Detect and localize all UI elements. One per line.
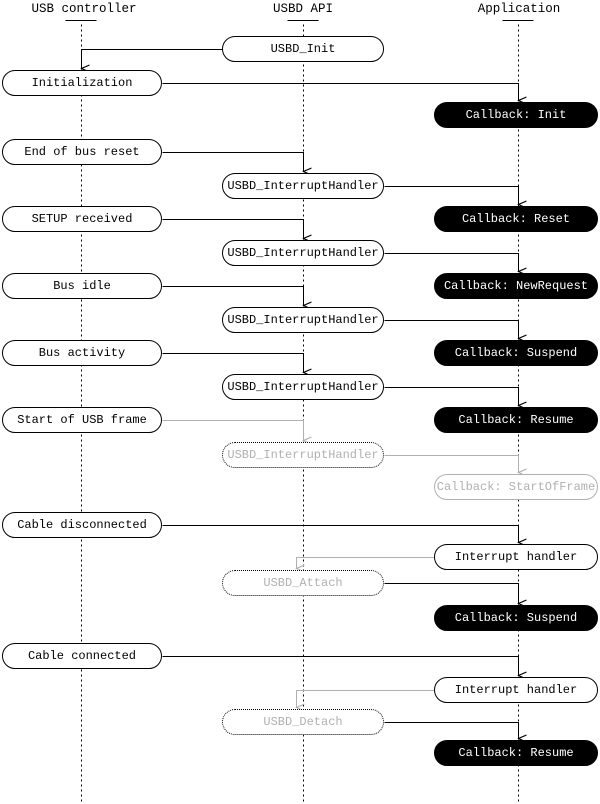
column-header-usbd-api: USBD API — [272, 2, 334, 16]
node-start-of-usb-frame: Start of USB frame — [2, 407, 162, 433]
node-callback-startofframe: Callback: StartOfFrame — [434, 474, 598, 500]
arrow-cable-disconnected-to-interrupt-handler — [162, 525, 519, 543]
arrow-sof-to-ghost-handler — [162, 420, 304, 441]
node-callback-resume-2: Callback: Resume — [434, 740, 598, 766]
arrow-cable-connected-to-interrupt-handler — [162, 656, 519, 676]
header-underline — [287, 20, 319, 21]
arrow-bus-reset-to-handler — [162, 152, 304, 172]
node-usbd-attach: USBD_Attach — [222, 570, 384, 596]
node-usbd-interrupthandler: USBD_InterruptHandler — [222, 173, 384, 199]
node-callback-suspend-2: Callback: Suspend — [434, 605, 598, 631]
arrow-bus-idle-to-handler — [162, 286, 304, 306]
arrow-interrupt-handler-to-usbd-attach — [297, 557, 435, 569]
node-usbd-interrupthandler: USBD_InterruptHandler — [222, 307, 384, 333]
column-header-application: Application — [477, 2, 561, 16]
arrow-handler-to-callback-resume — [384, 387, 519, 406]
node-callback-reset: Callback: Reset — [434, 206, 598, 232]
arrow-handler-to-callback-newrequest — [384, 253, 519, 272]
arrow-bus-activity-to-handler — [162, 353, 304, 373]
node-usbd-interrupthandler: USBD_InterruptHandler — [222, 240, 384, 266]
arrow-interrupt-handler-to-usbd-detach — [297, 690, 435, 708]
arrow-ghost-handler-to-startofframe — [384, 455, 519, 473]
node-end-of-bus-reset: End of bus reset — [2, 139, 162, 165]
arrow-initialization-to-callback-init — [162, 83, 519, 101]
node-callback-newrequest: Callback: NewRequest — [434, 273, 598, 299]
arrow-usbd-attach-to-callback-suspend — [384, 583, 519, 604]
node-usbd-detach: USBD_Detach — [222, 709, 384, 735]
arrow-usbd-init-to-initialization — [82, 49, 223, 69]
node-usbd-init: USBD_Init — [222, 36, 384, 62]
node-callback-resume: Callback: Resume — [434, 407, 598, 433]
node-callback-init: Callback: Init — [434, 102, 598, 128]
header-underline — [65, 20, 97, 21]
node-cable-disconnected: Cable disconnected — [2, 512, 162, 538]
arrow-usbd-detach-to-callback-resume — [384, 722, 519, 739]
arrow-handler-to-callback-reset — [384, 186, 519, 205]
arrow-setup-to-handler — [162, 219, 304, 239]
column-header-usb-controller: USB controller — [31, 2, 137, 16]
node-interrupt-handler: Interrupt handler — [434, 544, 598, 570]
node-callback-suspend: Callback: Suspend — [434, 340, 598, 366]
node-interrupt-handler-2: Interrupt handler — [434, 677, 598, 703]
node-cable-connected: Cable connected — [2, 643, 162, 669]
node-setup-received: SETUP received — [2, 206, 162, 232]
node-usbd-interrupthandler-ghost: USBD_InterruptHandler — [222, 442, 384, 468]
header-underline — [502, 20, 534, 21]
arrow-handler-to-callback-suspend — [384, 320, 519, 339]
node-bus-idle: Bus idle — [2, 273, 162, 299]
node-bus-activity: Bus activity — [2, 340, 162, 366]
node-initialization: Initialization — [2, 70, 162, 96]
node-usbd-interrupthandler: USBD_InterruptHandler — [222, 374, 384, 400]
